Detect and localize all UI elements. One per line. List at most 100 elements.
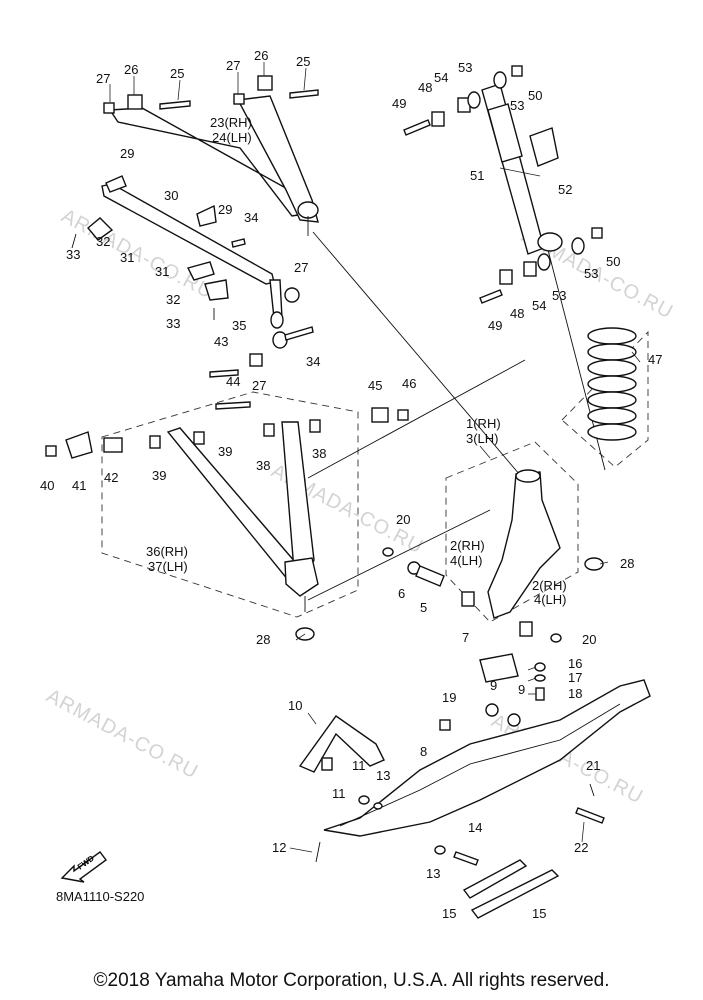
callout-label: 13	[376, 768, 390, 783]
nut-46	[397, 409, 409, 421]
bushing-2-4	[519, 621, 533, 637]
bolt-33	[71, 233, 77, 249]
spring-assembly-box	[561, 330, 649, 468]
callout-label: 25	[296, 54, 310, 69]
callout-label: 11	[332, 786, 346, 801]
holder-29	[196, 204, 217, 227]
collar-53	[467, 91, 481, 109]
leader-line	[295, 633, 306, 641]
callout-label: 41	[72, 478, 86, 493]
callout-label: 2(RH)	[532, 578, 567, 593]
nut-19	[439, 719, 451, 731]
callout-label: 21	[586, 758, 600, 773]
callout-label: 14	[468, 820, 482, 835]
leader-line	[631, 351, 641, 363]
runner-15	[462, 859, 528, 899]
callout-label: 44	[226, 374, 240, 389]
bolt-14	[453, 851, 479, 866]
bolt-12	[315, 841, 321, 863]
callout-label: 29	[218, 202, 232, 217]
collar-42	[103, 437, 123, 453]
spring-coil	[587, 375, 637, 393]
upper-arm-front-tube	[236, 95, 319, 223]
leader-line	[499, 167, 541, 177]
callout-label: 6	[398, 586, 405, 601]
callout-label: 40	[40, 478, 54, 493]
callout-label: 29	[120, 146, 134, 161]
clamp-32	[87, 217, 114, 241]
callout-label: 38	[256, 458, 270, 473]
bolt-25	[159, 100, 191, 110]
leader-line	[527, 677, 537, 682]
callout-label: 28	[620, 556, 634, 571]
bolt-44	[215, 401, 251, 410]
callout-label: 26	[124, 62, 138, 77]
callout-label: 3(LH)	[466, 431, 499, 446]
collar-48	[499, 269, 513, 285]
nut-28	[584, 557, 604, 571]
callout-label: 24(LH)	[212, 130, 252, 145]
clamp-32	[204, 279, 229, 301]
callout-label: 54	[434, 70, 448, 85]
callout-label: 18	[568, 686, 582, 701]
callout-label: 34	[306, 354, 320, 369]
bolt-34	[284, 326, 314, 341]
handle-10	[298, 715, 385, 773]
cover-52	[529, 127, 559, 167]
bushing-39	[193, 431, 205, 445]
callout-label: 47	[648, 352, 662, 367]
spindle-assembly-box	[445, 441, 579, 623]
guide-line	[307, 509, 491, 601]
callout-label: 16	[568, 656, 582, 671]
callout-label: 33	[166, 316, 180, 331]
leader-line	[307, 712, 317, 725]
callout-label: 43	[214, 334, 228, 349]
callout-label: 50	[528, 88, 542, 103]
shock-absorber	[403, 65, 603, 304]
callout-label: 9	[490, 678, 497, 693]
callout-label: 39	[152, 468, 166, 483]
callout-label: 11	[352, 758, 366, 773]
nut-11	[358, 795, 370, 805]
collar-45	[371, 407, 389, 423]
diagram-code: 8MA1110-S220	[56, 889, 145, 904]
damper-7	[479, 653, 519, 683]
callout-label: 49	[392, 96, 406, 111]
bushing-38	[263, 423, 275, 437]
bushing-38	[309, 419, 321, 433]
runner-15	[470, 869, 560, 919]
spindle-top	[515, 469, 541, 483]
nut-40	[45, 445, 57, 457]
callout-label: 32	[96, 234, 110, 249]
collar-18	[535, 687, 545, 701]
assembly-boundaries	[101, 330, 649, 623]
callout-label: 1(RH)	[466, 416, 501, 431]
callout-label: 5	[420, 600, 427, 615]
lower-a-arm	[45, 353, 409, 641]
callout-label: 54	[532, 298, 546, 313]
callout-label: 20	[582, 632, 596, 647]
callout-label: 28	[256, 632, 270, 647]
spring-coil	[587, 343, 637, 361]
callout-label: 9	[518, 682, 525, 697]
bolt-43	[209, 369, 239, 378]
callout-label: 53	[510, 98, 524, 113]
ski-assembly	[298, 653, 651, 919]
callout-label: 31	[120, 250, 134, 265]
callout-label: 49	[488, 318, 502, 333]
bushing-54	[523, 261, 537, 277]
callout-label: 34	[244, 210, 258, 225]
nut-27	[233, 93, 245, 105]
callout-label: 27	[252, 378, 266, 393]
leader-line	[289, 847, 313, 853]
leader-lines	[109, 62, 641, 853]
leader-line	[177, 79, 181, 101]
nut-27	[284, 287, 300, 303]
callout-label: 7	[462, 630, 469, 645]
upper-a-arm	[103, 75, 319, 236]
bolt-22	[575, 807, 605, 824]
shock-lower-eye	[537, 232, 563, 252]
callout-label: 53	[584, 266, 598, 281]
pin-21	[589, 783, 595, 797]
